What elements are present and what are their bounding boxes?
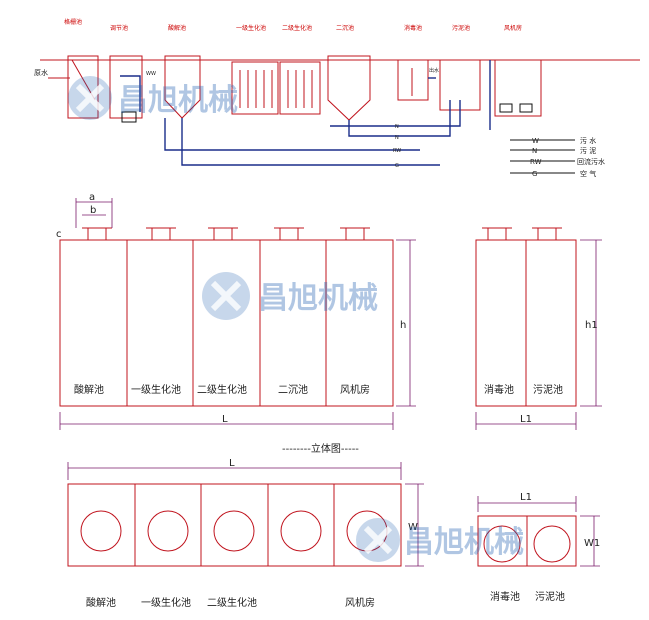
elev-nozzles (82, 227, 370, 240)
pipe-rw (164, 118, 420, 151)
pipe-g (181, 118, 440, 166)
pump-symbol (121, 111, 137, 123)
plan-side-label-0: 消毒池 (490, 590, 520, 603)
plan-label-0: 酸解池 (86, 596, 116, 609)
legend-text-2: 回流污水 (577, 157, 605, 166)
blower-unit-2 (519, 103, 533, 113)
plan-dim-W: W (408, 522, 418, 533)
legend-text-3: 空 气 (580, 169, 596, 178)
elev-label-1: 一级生化池 (131, 383, 181, 396)
outlet-label: 出水 (429, 67, 439, 74)
pipe-code-n1: N (395, 124, 399, 130)
elev-label-2: 二级生化池 (197, 383, 247, 396)
watermark-text-2: 昌旭机械 (258, 281, 378, 316)
flow-label-1: 调节池 (110, 24, 128, 32)
flow-tank-disinfection (397, 59, 429, 101)
pipe-code-rw: RW (393, 148, 401, 154)
plan-label-1: 一级生化池 (141, 596, 191, 609)
plan-label-2: 二级生化池 (207, 596, 257, 609)
flow-label-2: 酸解池 (168, 24, 186, 32)
flow-tank-blower (494, 59, 542, 117)
flow-label-5: 二沉池 (336, 24, 354, 32)
flow-label-4: 二级生化池 (282, 24, 312, 32)
flow-label-6: 消毒池 (404, 24, 422, 32)
plan-circle-0 (80, 510, 122, 552)
inlet-label: 原水 (34, 68, 48, 77)
watermark-text-3: 昌旭机械 (404, 525, 524, 560)
flow-label-8: 风机房 (504, 24, 522, 32)
plan-label-4: 风机房 (345, 596, 375, 609)
return-pipes (120, 60, 491, 166)
elev-side-label-1: 污泥池 (533, 383, 563, 396)
dim-b: b (90, 205, 96, 216)
flow-label-7: 污泥池 (452, 24, 470, 32)
flow-tank-clarifier (327, 55, 371, 121)
watermark-2: 昌旭机械 (202, 272, 378, 320)
legend-text-0: 污 水 (580, 136, 596, 145)
flow-tank-acidolysis (164, 55, 201, 119)
elev-label-4: 风机房 (340, 383, 370, 396)
plan-dimensions: L W L1 W1 (67, 458, 600, 567)
plan-circle-3 (280, 510, 322, 552)
plan-side-circle-1 (533, 525, 571, 563)
plan-dim-L: L (229, 458, 235, 469)
dim-c: c (56, 229, 62, 240)
elev-label-0: 酸解池 (74, 383, 104, 396)
legend-code-0: W (532, 137, 539, 145)
ww-label: WW (146, 71, 156, 77)
flow-tank-bio2 (279, 61, 321, 115)
pipe-code-n2: N (395, 135, 399, 141)
dim-L1: L1 (520, 414, 532, 425)
legend-code-2: RW (530, 158, 542, 166)
plan-side-label-1: 污泥池 (535, 590, 565, 603)
watermarks: 昌旭机械 昌旭机械 昌旭机械 (68, 76, 524, 562)
legend-code-3: G (532, 170, 537, 178)
plan-side-circle-0 (483, 525, 521, 563)
watermark-1: 昌旭机械 (68, 76, 238, 120)
plan-circle-1 (147, 510, 189, 552)
dim-L: L (222, 414, 228, 425)
flow-label-0: 格栅池 (64, 18, 82, 26)
elev-label-3: 二沉池 (278, 383, 308, 396)
flow-tank-equalization (109, 55, 143, 119)
plan-dim-L1: L1 (520, 492, 532, 503)
watermark-3: 昌旭机械 (356, 518, 524, 562)
dim-h: h (400, 320, 406, 331)
elev-side-nozzle-1 (482, 227, 512, 240)
elevation-view: 酸解池 一级生化池 二级生化池 二沉池 风机房 消毒池 污泥池 a b c h … (56, 192, 602, 430)
plan-view: 酸解池 一级生化池 二级生化池 风机房 消毒池 污泥池 L W L1 W1 (67, 458, 600, 609)
elev-side-label-0: 消毒池 (484, 383, 514, 396)
dim-h1: h1 (585, 320, 598, 331)
elev-side-nozzle-2 (532, 227, 562, 240)
legend: W N RW G 污 水 污 泥 回流污水 空 气 (510, 136, 605, 178)
plan-dim-W1: W1 (584, 538, 600, 549)
flow-tank-labels: 格栅池 调节池 酸解池 一级生化池 二级生化池 二沉池 消毒池 污泥池 风机房 (64, 18, 522, 32)
plan-circle-2 (213, 510, 255, 552)
view-title: --------立体图----- (282, 442, 359, 455)
pipe-n-lower (348, 100, 451, 137)
elev-main-block (59, 239, 394, 407)
elev-dimensions: a b c h h1 L L1 (56, 192, 602, 430)
pipe-code-g: G (395, 163, 399, 169)
legend-code-1: N (532, 147, 537, 155)
pipe-ww (120, 75, 141, 112)
plan-main-block (67, 483, 402, 567)
bio-media (239, 70, 313, 108)
blower-unit-1 (499, 103, 513, 113)
flow-label-3: 一级生化池 (236, 24, 266, 32)
pipe-n-upper (330, 100, 461, 127)
legend-text-1: 污 泥 (580, 147, 596, 155)
flow-tank-bio1 (231, 61, 279, 115)
dim-a: a (89, 192, 95, 203)
watermark-text-1: 昌旭机械 (118, 83, 238, 118)
flow-diagram: 原水 格栅池 调节池 酸解池 一级生化池 二级生化池 (34, 18, 640, 178)
